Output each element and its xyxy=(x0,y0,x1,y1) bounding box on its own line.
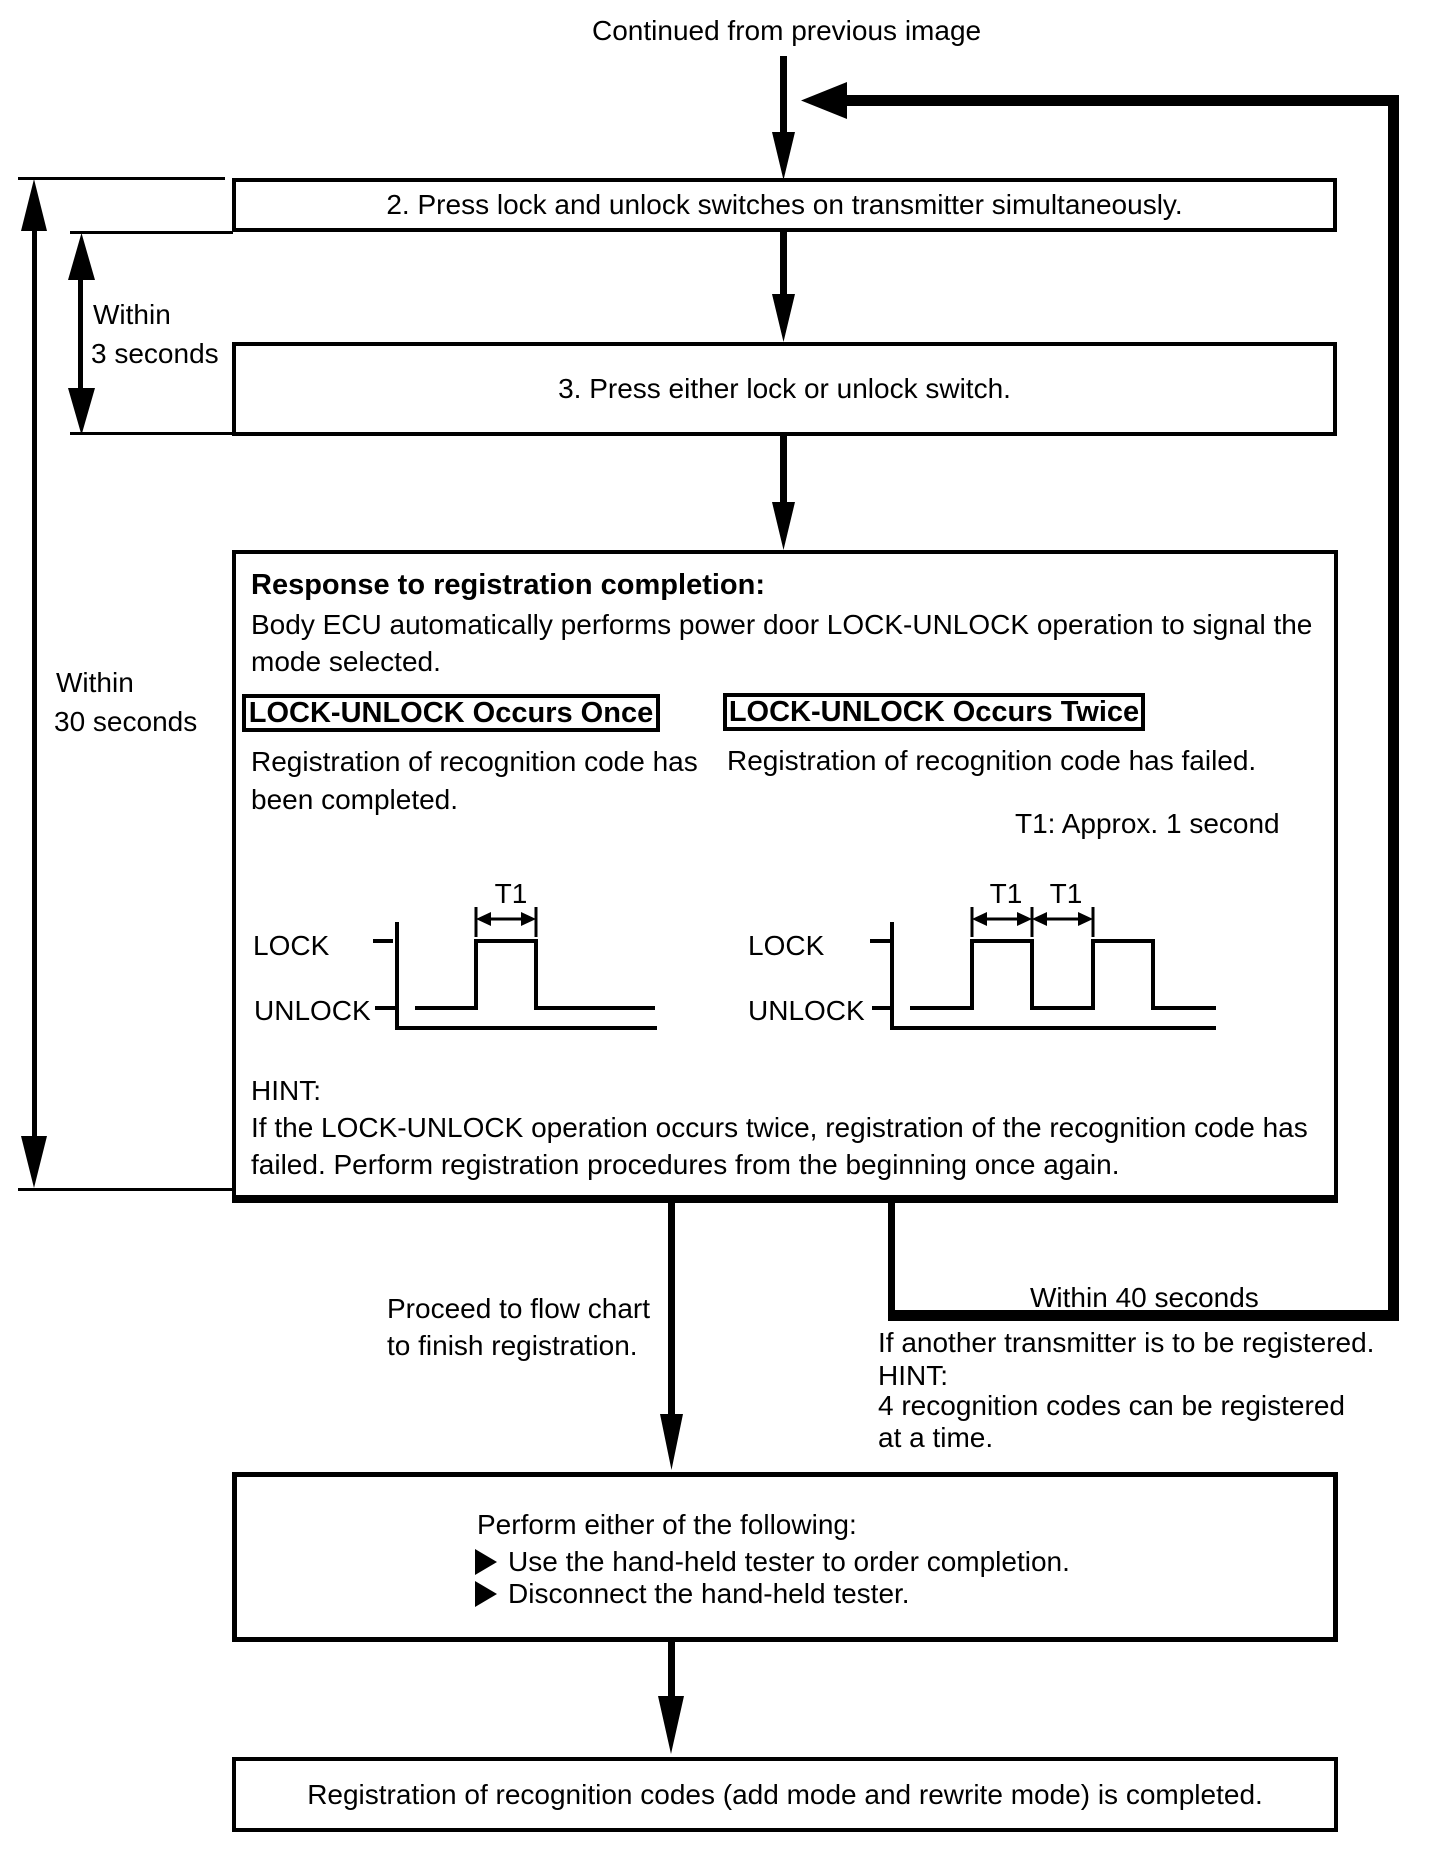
arrow-down-icon xyxy=(21,1136,47,1188)
step3-text: 3. Press either lock or unlock switch. xyxy=(558,373,1011,404)
lock-label-twice: LOCK xyxy=(748,930,825,961)
occurs-once-header: LOCK-UNLOCK Occurs Once xyxy=(248,696,654,729)
occurs-twice-header-box: LOCK-UNLOCK Occurs Twice xyxy=(723,693,1145,731)
arrow-down-icon xyxy=(772,502,795,550)
within-3s-label-line2: 3 seconds xyxy=(91,338,219,369)
response-right-exit-line xyxy=(888,1202,895,1310)
proceed-label-line2: to finish registration. xyxy=(387,1330,638,1361)
within-30s-label-line1: Within xyxy=(56,667,134,698)
arrow-left-icon xyxy=(476,912,491,926)
pulse-waveform xyxy=(910,939,1216,1010)
twice-desc: Registration of recognition code has fai… xyxy=(727,745,1257,776)
perform-item-2: Disconnect the hand-held tester. xyxy=(508,1578,910,1609)
response-hint-title: HINT: xyxy=(251,1075,321,1106)
unlock-label-once: UNLOCK xyxy=(254,995,371,1026)
arrow-down-icon xyxy=(772,294,795,342)
within-40s-label: Within 40 seconds xyxy=(1030,1282,1259,1313)
t1-label-twice-b: T1 xyxy=(1049,878,1083,909)
loop-line-right xyxy=(1388,95,1399,1321)
another-transmitter-line1: If another transmitter is to be register… xyxy=(878,1327,1375,1358)
response-box xyxy=(232,550,1338,1203)
flow-line-step3-response xyxy=(780,436,787,504)
arrow-up-icon xyxy=(68,233,95,280)
measure-3s-bottom-tick xyxy=(70,432,233,435)
completed-text: Registration of recognition codes (add m… xyxy=(307,1778,1263,1810)
perform-box xyxy=(232,1472,1338,1642)
within-30s-label-line2: 30 seconds xyxy=(54,706,198,737)
arrow-down-icon xyxy=(772,132,795,180)
step2-text: 2. Press lock and unlock switches on tra… xyxy=(386,189,1183,220)
step3-box: 3. Press either lock or unlock switch. xyxy=(232,342,1337,436)
occurs-once-header-box: LOCK-UNLOCK Occurs Once xyxy=(242,694,660,732)
completed-box: Registration of recognition codes (add m… xyxy=(232,1757,1338,1832)
measure-30s-bottom-tick xyxy=(18,1188,233,1191)
arrow-left-icon xyxy=(1032,912,1047,926)
once-desc-line1: Registration of recognition code has xyxy=(251,746,698,777)
arrow-right-icon xyxy=(521,912,536,926)
another-transmitter-hint-line1: 4 recognition codes can be registered xyxy=(878,1390,1345,1421)
t1-label-twice-a: T1 xyxy=(989,878,1023,909)
response-title: Response to registration completion: xyxy=(251,569,765,601)
final-flow-line xyxy=(668,1642,675,1698)
unlock-label-twice: UNLOCK xyxy=(748,995,865,1026)
occurs-twice-header: LOCK-UNLOCK Occurs Twice xyxy=(728,695,1140,728)
measure-30s-line xyxy=(32,229,37,1137)
flow-line-step2-step3 xyxy=(780,232,787,296)
measure-3s-line xyxy=(78,278,83,392)
once-desc-line2: been completed. xyxy=(251,784,459,815)
flow-line-top xyxy=(780,56,787,136)
arrow-right-icon xyxy=(1078,912,1093,926)
step2-box: 2. Press lock and unlock switches on tra… xyxy=(232,178,1337,232)
arrow-left-icon xyxy=(801,82,847,119)
arrow-right-icon xyxy=(1017,912,1032,926)
response-hint-line2: failed. Perform registration procedures … xyxy=(251,1149,1120,1180)
waveform-twice-diagram xyxy=(870,907,1216,1030)
pulse-waveform xyxy=(415,939,655,1010)
t1-label-once: T1 xyxy=(494,878,528,909)
t1-note: T1: Approx. 1 second xyxy=(1015,808,1280,839)
measure-3s-top-tick xyxy=(70,231,233,234)
continued-from-label: Continued from previous image xyxy=(592,15,982,46)
response-body-line1: Body ECU automatically performs power do… xyxy=(251,609,1313,640)
proceed-flow-line xyxy=(668,1202,675,1418)
waveform-once-diagram xyxy=(373,907,657,1030)
within-3s-label-line1: Within xyxy=(93,299,171,330)
response-body-line2: mode selected. xyxy=(251,646,441,677)
response-hint-line1: If the LOCK-UNLOCK operation occurs twic… xyxy=(251,1112,1308,1143)
another-transmitter-hint-line2: at a time. xyxy=(878,1422,994,1453)
arrow-down-icon xyxy=(660,1414,683,1470)
arrow-down-icon xyxy=(658,1696,684,1754)
perform-title: Perform either of the following: xyxy=(477,1509,857,1540)
loop-line-bottom xyxy=(888,1310,1399,1321)
loop-line-top xyxy=(843,95,1399,106)
perform-item-1: Use the hand-held tester to order comple… xyxy=(508,1546,1070,1577)
another-transmitter-hint-title: HINT: xyxy=(878,1360,948,1391)
arrow-left-icon xyxy=(972,912,987,926)
measure-30s-top-tick xyxy=(18,177,225,180)
lock-label-once: LOCK xyxy=(253,930,330,961)
arrow-down-icon xyxy=(68,388,95,435)
arrow-up-icon xyxy=(21,179,47,231)
proceed-label-line1: Proceed to flow chart xyxy=(387,1293,651,1324)
